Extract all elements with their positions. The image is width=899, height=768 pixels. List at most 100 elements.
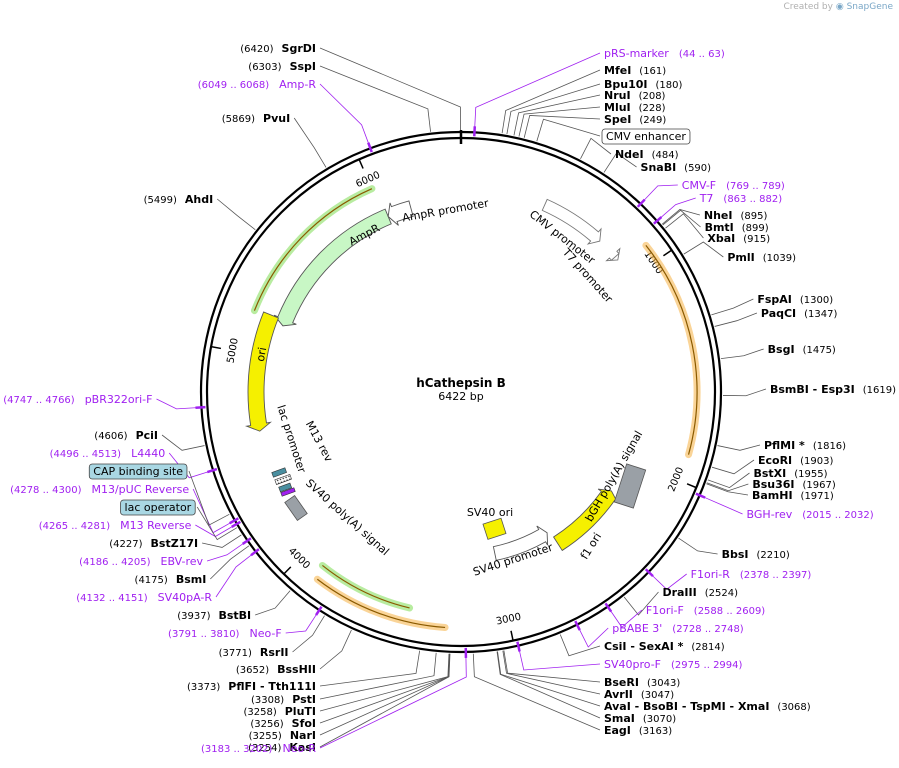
site-position: (1300) xyxy=(800,295,833,306)
primer-neo-f[interactable]: Neo-F(3791 .. 3810) xyxy=(168,627,282,640)
site-nhei[interactable]: NheI(895) xyxy=(704,209,768,222)
site-bpu10i[interactable]: Bpu10I(180) xyxy=(604,78,682,91)
feature-box-cmv-enhancer[interactable]: CMV enhancer xyxy=(601,128,691,145)
site-bstz17i[interactable]: BstZ17I(4227) xyxy=(109,537,198,550)
site-position: (3043) xyxy=(647,678,680,689)
primer-amp-r[interactable]: Amp-R(6049 .. 6068) xyxy=(198,78,317,91)
site-rsrii[interactable]: RsrII(3771) xyxy=(219,646,289,659)
leader-line xyxy=(319,653,450,712)
primer-name: M13 Reverse xyxy=(120,519,191,532)
site-ecori[interactable]: EcoRI(1903) xyxy=(758,454,834,467)
feature-box-cap-binding-site[interactable]: CAP binding site xyxy=(88,463,188,480)
site-paqci[interactable]: PaqCI(1347) xyxy=(761,307,838,320)
site-position: (1967) xyxy=(803,480,836,491)
leader-line xyxy=(706,482,749,492)
primer-name: CMV-F xyxy=(682,179,716,192)
site-nrui[interactable]: NruI(208) xyxy=(604,89,666,102)
primer-range: (4132 .. 4151) xyxy=(76,593,148,604)
primer-range: (6049 .. 6068) xyxy=(198,80,270,91)
primer-bgh-rev[interactable]: BGH-rev(2015 .. 2032) xyxy=(747,508,874,521)
site-ahdi[interactable]: AhdI(5499) xyxy=(144,193,214,206)
site-pflfi-tth111i[interactable]: PflFI - Tth111I(3373) xyxy=(187,680,316,693)
primer-prs-marker[interactable]: pRS-marker(44 .. 63) xyxy=(604,47,725,60)
site-xbai[interactable]: XbaI(915) xyxy=(707,232,770,245)
leader-line xyxy=(714,312,758,327)
plasmid-name: hCathepsin B xyxy=(416,376,506,390)
leader-line xyxy=(623,591,659,616)
primer-t7[interactable]: T7(863 .. 882) xyxy=(699,192,783,205)
site-bsmi[interactable]: BsmI(4175) xyxy=(135,573,207,586)
leader-line xyxy=(319,65,431,132)
site-mlui[interactable]: MluI(228) xyxy=(604,101,666,114)
primer-f1ori-r[interactable]: F1ori-R(2378 .. 2397) xyxy=(691,568,812,581)
site-kasi[interactable]: KasI(3254) xyxy=(248,741,316,754)
site-name: PvuI xyxy=(263,112,290,125)
site-avai-bsobi-tspmi-xmai[interactable]: AvaI - BsoBI - TspMI - XmaI(3068) xyxy=(604,700,811,713)
site-ndei[interactable]: NdeI(484) xyxy=(615,148,679,161)
site-bsu36i[interactable]: Bsu36I(1967) xyxy=(752,478,836,491)
orf-halo-1 xyxy=(642,241,701,459)
site-name: BsgI xyxy=(768,343,795,356)
site-bsgi[interactable]: BsgI(1475) xyxy=(768,343,836,356)
sv40-polya-block xyxy=(284,494,308,522)
site-smai[interactable]: SmaI(3070) xyxy=(604,712,676,725)
site-bsmbi-esp3i[interactable]: BsmBI - Esp3I(1619) xyxy=(770,383,896,396)
site-pcii[interactable]: PciI(4606) xyxy=(94,429,158,442)
site-avrii[interactable]: AvrII(3047) xyxy=(604,688,674,701)
primer-pbr322ori-f[interactable]: pBR322ori-F(4747 .. 4766) xyxy=(3,393,152,406)
site-snabi[interactable]: SnaBI(590) xyxy=(641,161,712,174)
primer-ebv-rev[interactable]: EBV-rev(4186 .. 4205) xyxy=(79,555,203,568)
site-csii-sexai[interactable]: CsiI - SexAI *(2814) xyxy=(604,640,725,653)
primer-mark xyxy=(229,517,239,525)
site-pluti[interactable]: PluTI(3258) xyxy=(243,705,316,718)
site-bmti[interactable]: BmtI(899) xyxy=(705,221,769,234)
site-name: NdeI xyxy=(615,148,644,161)
site-pvui[interactable]: PvuI(5869) xyxy=(222,112,290,125)
site-draiii[interactable]: DraIII(2524) xyxy=(662,586,738,599)
site-sgrdi[interactable]: SgrDI(6420) xyxy=(240,42,316,55)
primer-cmv-f[interactable]: CMV-F(769 .. 789) xyxy=(682,179,785,192)
site-bsshii[interactable]: BssHII(3652) xyxy=(236,663,316,676)
site-name: NarI xyxy=(290,729,316,742)
primer-range: (3183 .. 3202) xyxy=(201,744,273,755)
site-spei[interactable]: SpeI(249) xyxy=(604,113,666,126)
primer-l4440[interactable]: L4440(4496 .. 4513) xyxy=(50,447,166,460)
primer-m13-reverse[interactable]: M13 Reverse(4265 .. 4281) xyxy=(39,519,192,532)
lac-features xyxy=(271,467,296,497)
site-bbsi[interactable]: BbsI(2210) xyxy=(722,548,790,561)
site-eagi[interactable]: EagI(3163) xyxy=(604,724,672,737)
leader-line xyxy=(196,506,238,541)
leader-line xyxy=(496,651,601,719)
site-name: NheI xyxy=(704,209,733,222)
site-bseri[interactable]: BseRI(3043) xyxy=(604,676,680,689)
primer-name: SV40pro-F xyxy=(604,658,661,671)
primer-mark xyxy=(195,405,206,409)
site-pflmi[interactable]: PflMI *(1816) xyxy=(764,439,846,452)
site-name: AvaI - BsoBI - TspMI - XmaI xyxy=(604,700,769,713)
site-sfoi[interactable]: SfoI(3256) xyxy=(250,717,316,730)
primer-sv40pa-r[interactable]: SV40pA-R(4132 .. 4151) xyxy=(76,591,212,604)
site-bamhi[interactable]: BamHI(1971) xyxy=(752,489,834,502)
primer-sv40pro-f[interactable]: SV40pro-F(2975 .. 2994) xyxy=(604,658,743,671)
site-position: (6420) xyxy=(240,44,273,55)
site-mfei[interactable]: MfeI(161) xyxy=(604,64,666,77)
site-fspai[interactable]: FspAI(1300) xyxy=(757,293,833,306)
primer-mark xyxy=(241,537,252,545)
primer-m13-puc-reverse[interactable]: M13/pUC Reverse(4278 .. 4300) xyxy=(10,483,189,496)
feature-box-lac-operator[interactable]: lac operator xyxy=(120,499,196,516)
site-nari[interactable]: NarI(3255) xyxy=(249,729,316,742)
tick-mark xyxy=(663,249,673,257)
site-pmli[interactable]: PmlI(1039) xyxy=(727,251,796,264)
leader-line xyxy=(216,198,256,231)
site-bstbi[interactable]: BstBI(3937) xyxy=(177,609,251,622)
site-name: PstI xyxy=(292,693,316,706)
leader-line xyxy=(503,650,601,683)
site-sspi[interactable]: SspI(6303) xyxy=(248,60,316,73)
leader-line xyxy=(665,213,704,239)
site-psti[interactable]: PstI(3308) xyxy=(251,693,316,706)
site-bstxi[interactable]: BstXI(1955) xyxy=(753,467,827,480)
primer-pbabe-3[interactable]: pBABE 3'(2728 .. 2748) xyxy=(612,622,744,635)
primer-f1ori-f[interactable]: F1ori-F(2588 .. 2609) xyxy=(646,604,765,617)
primer-neo-r[interactable]: Neo-R(3183 .. 3202) xyxy=(201,742,316,755)
